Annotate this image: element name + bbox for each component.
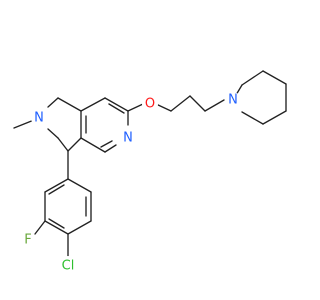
chemical-structure: N N N O F Cl: [13, 70, 287, 276]
chlorine-label: Cl: [62, 259, 75, 274]
bond-tetrahydro-1: [57, 97, 82, 112]
bond-chain-4: [155, 103, 172, 112]
ether-oxygen-label: O: [145, 97, 155, 112]
pyridine-nitrogen-label: N: [123, 131, 133, 146]
ring-nitrogen-halo: [31, 110, 47, 126]
bond-phenyl-double-3: [48, 184, 65, 195]
bond-phenyl-3: [67, 220, 92, 235]
bond-chain-2: [189, 95, 206, 112]
bond-pyridine-6: [104, 144, 117, 153]
amine-nitrogen-label: N: [228, 93, 238, 108]
bond-ether-aryl: [127, 103, 144, 112]
bond-piperidine-3: [262, 70, 287, 85]
bond-phenyl-4: [44, 220, 69, 235]
ether-oxygen-halo: [142, 96, 158, 112]
bond-pyridine-2: [104, 97, 129, 112]
bond-chain-3: [170, 95, 191, 112]
amine-nitrogen-halo: [225, 92, 241, 108]
molecule-canvas: N N N O F Cl: [13, 70, 287, 276]
bond-fluorine: [34, 220, 46, 235]
chlorine-halo: [58, 256, 78, 276]
bond-piperidine-6: [241, 111, 264, 125]
bond-tetrahydro-4: [57, 137, 69, 152]
bond-tetrahydro-3: [47, 128, 59, 139]
fluorine-halo: [20, 232, 36, 248]
bond-piperidine-2: [241, 70, 264, 86]
bond-pyridine-3: [80, 97, 106, 112]
bond-pyridine-double-3: [100, 140, 113, 148]
bond-phenyl-6: [44, 178, 69, 193]
pyridine-nitrogen-halo: [120, 130, 136, 146]
bond-network: [13, 70, 287, 258]
atom-labels: N N N O F Cl: [20, 92, 241, 276]
bond-pyridine-double-1: [108, 103, 125, 114]
fluorine-label: F: [24, 233, 31, 248]
bond-tetrahydro-5: [67, 137, 82, 152]
bond-tetrahydro-2: [47, 97, 59, 108]
bond-piperidine-5: [262, 110, 287, 125]
bond-phenyl-1: [67, 178, 92, 193]
bond-phenyl-double-2: [48, 218, 65, 229]
bond-chain-1: [204, 99, 225, 112]
ring-nitrogen-label: N: [34, 111, 44, 126]
bond-pyridine-5: [80, 137, 106, 153]
